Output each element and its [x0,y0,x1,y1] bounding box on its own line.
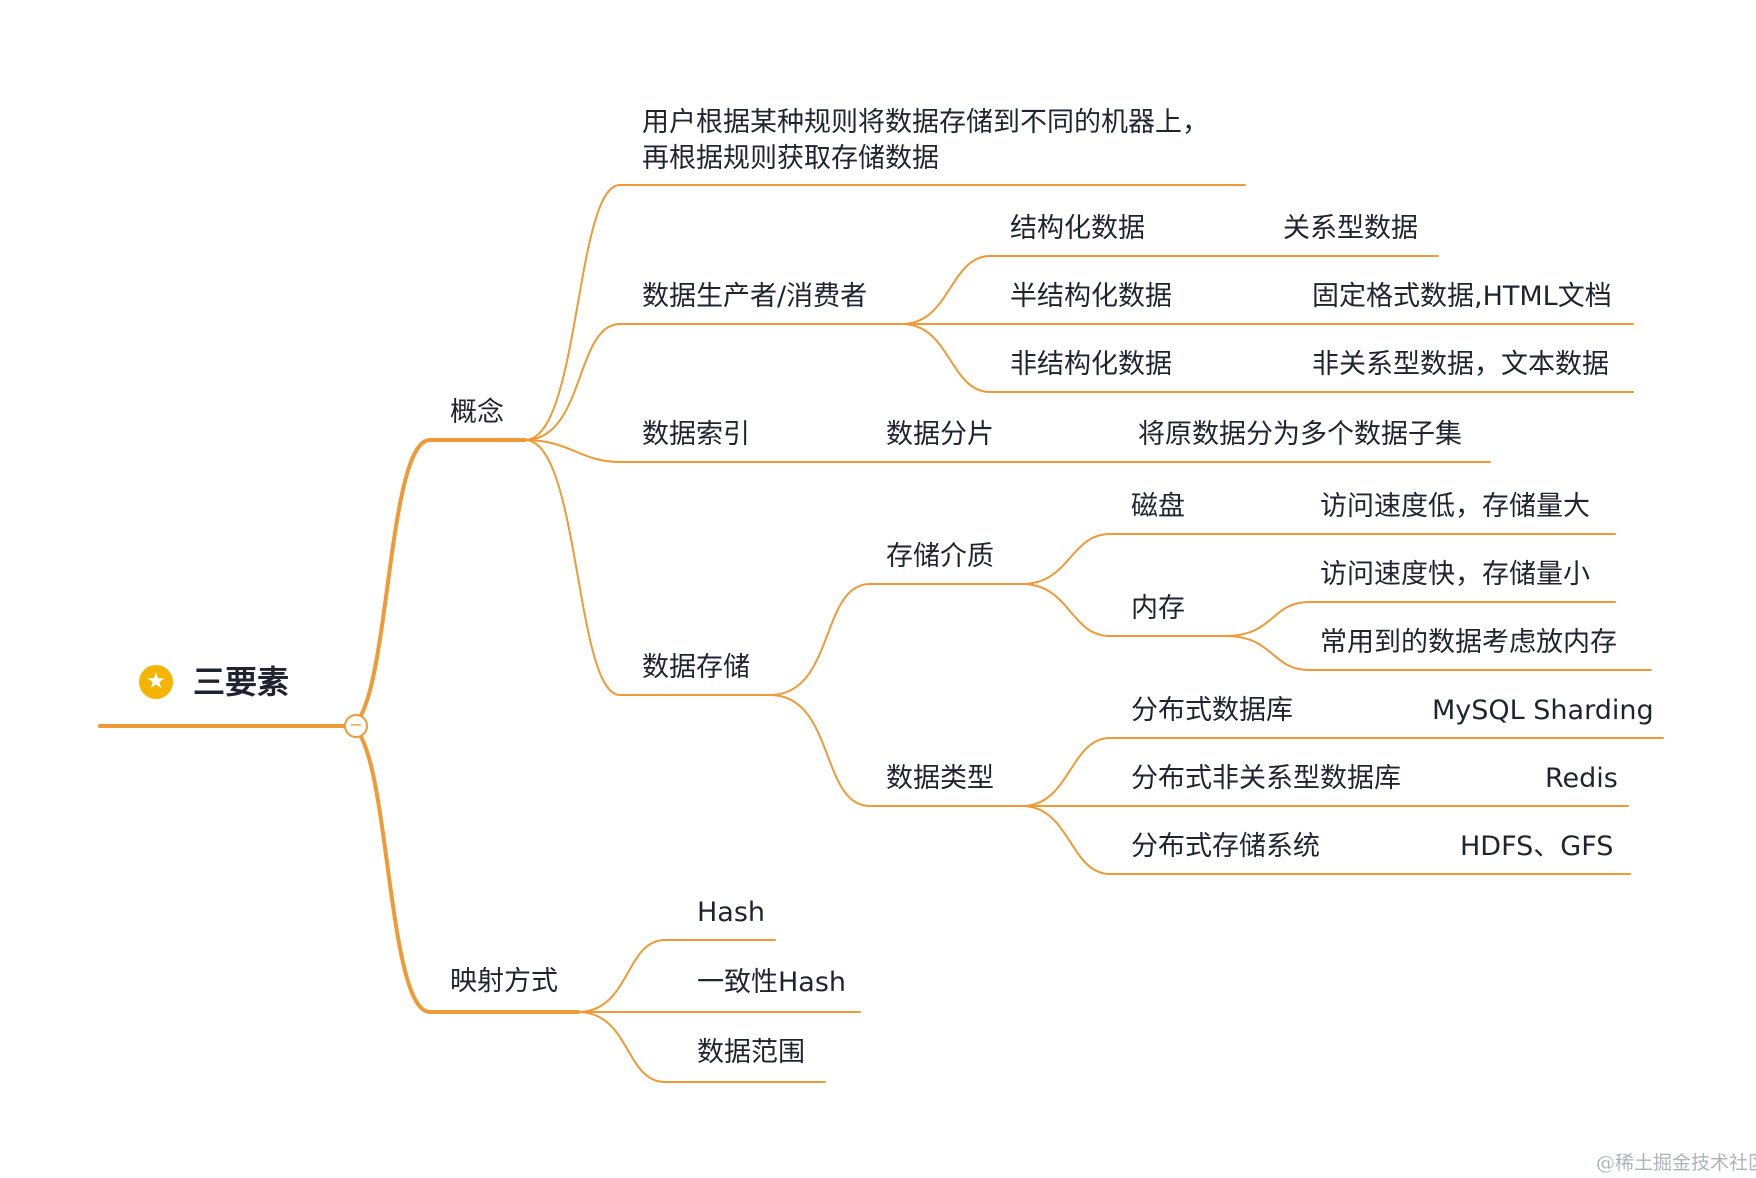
producer-structured-desc[interactable]: 关系型数据 [1283,213,1418,244]
producer-unstructured-label[interactable]: 非结构化数据 [1010,349,1172,380]
connector-media-memory [1021,583,1226,637]
memory-fast-desc[interactable]: 访问速度快，存储量小 [1320,559,1590,590]
producer-structured-label[interactable]: 结构化数据 [1010,213,1145,244]
connector-mapping-range [577,1011,826,1083]
producer-unstructured-desc[interactable]: 非关系型数据，文本数据 [1312,349,1609,380]
mapping-label[interactable]: 映射方式 [450,966,558,997]
connector-concept-index [524,439,1491,463]
mapping-consistent-label[interactable]: 一致性Hash [697,967,847,998]
producer-semi-desc[interactable]: 固定格式数据,HTML文档 [1312,281,1612,312]
concept-definition-line-1[interactable]: 用户根据某种规则将数据存储到不同的机器上， [642,107,1209,138]
star-icon: ★ [139,665,173,699]
watermark: @稀土掘金技术社区 [1596,1152,1756,1174]
connector-media-disk [1021,533,1616,585]
memory-common-desc[interactable]: 常用到的数据考虑放内存 [1320,627,1617,658]
connector-concept-storage [524,439,771,696]
types-fs-example[interactable]: HDFS、GFS [1460,831,1614,862]
connector-mapping-hash [577,939,776,1013]
concept-definition-line-2[interactable]: 再根据规则获取存储数据 [642,143,939,174]
sharding-label[interactable]: 数据分片 [886,419,994,450]
root-label[interactable]: 三要素 [193,663,290,701]
types-nosql-label[interactable]: 分布式非关系型数据库 [1131,763,1401,794]
mapping-range-label[interactable]: 数据范围 [697,1037,805,1068]
types-db-label[interactable]: 分布式数据库 [1131,695,1293,726]
connector-types-fs [1021,805,1631,875]
storage-label[interactable]: 数据存储 [642,652,750,683]
producer-semi-label[interactable]: 半结构化数据 [1010,281,1172,312]
connector-concept-definition [524,184,1246,441]
connector-producer-unstructured [901,323,1634,393]
mapping-hash-label[interactable]: Hash [697,897,766,928]
collapse-toggle-icon[interactable]: − [344,714,368,738]
media-label[interactable]: 存储介质 [886,541,994,572]
concept-label[interactable]: 概念 [450,397,504,428]
memory-label[interactable]: 内存 [1131,593,1185,624]
disk-desc[interactable]: 访问速度低，存储量大 [1320,491,1590,522]
connector-producer-structured [901,255,1439,325]
connector-storage-media [769,583,1023,696]
sharding-desc[interactable]: 将原数据分为多个数据子集 [1138,419,1462,450]
connector-concept-producer [524,323,903,441]
types-db-example[interactable]: MySQL Sharding [1432,695,1654,726]
connector-types-db [1021,737,1664,807]
producer-label[interactable]: 数据生产者/消费者 [642,281,868,312]
connector-memory-fast [1224,601,1616,637]
connector-memory-common [1224,635,1652,671]
index-label[interactable]: 数据索引 [642,419,750,450]
types-nosql-example[interactable]: Redis [1545,763,1618,794]
connector-storage-types [769,694,1023,807]
connector-root-concept [346,438,527,728]
types-label[interactable]: 数据类型 [886,763,994,794]
disk-label[interactable]: 磁盘 [1131,491,1185,522]
connector-root-mapping [346,724,580,1014]
types-fs-label[interactable]: 分布式存储系统 [1131,831,1320,862]
